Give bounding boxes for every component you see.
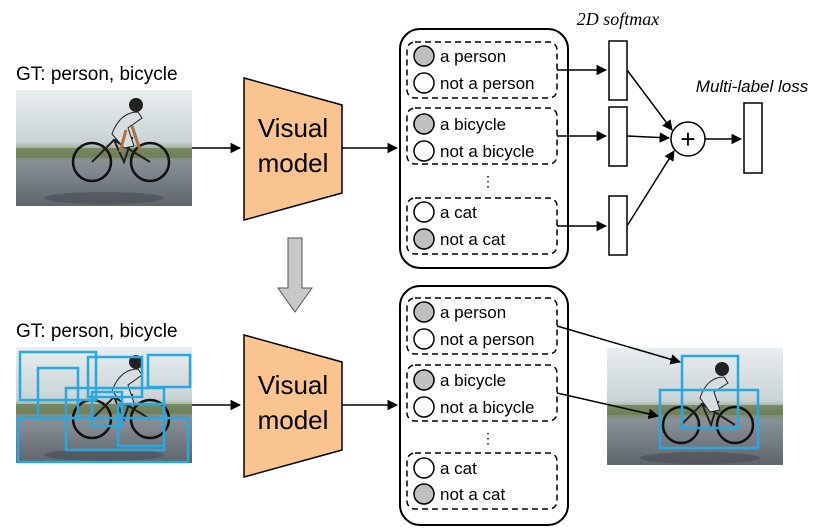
- top-cat-no-label: not a cat: [440, 230, 505, 249]
- bottom-result-boxes: [658, 354, 760, 450]
- bottom-person-no-label: not a person: [440, 330, 535, 349]
- top-bicycle-yes-node: [413, 113, 435, 135]
- bottom-visual-model: Visual model: [243, 334, 343, 478]
- top-person-yes-node: [413, 45, 435, 67]
- transition-down-arrow: [277, 237, 313, 313]
- sum-plus: +: [680, 124, 695, 154]
- top-model-shape: [243, 77, 343, 221]
- bottom-bicycle-yes-label: a bicycle: [440, 371, 506, 390]
- proposal-box: [86, 355, 144, 399]
- top-model-label-line1: Visual: [258, 113, 328, 143]
- top-group-cat: a cat not a cat: [406, 197, 558, 255]
- sum-arrow-bicycle: [626, 132, 671, 143]
- bicycle-to-box-arrow: [556, 392, 660, 420]
- sum-arrow-cat: [626, 150, 675, 227]
- proposal-box: [16, 416, 190, 464]
- top-gt-label: GT: person, bicycle: [16, 64, 178, 85]
- top-person-no-node: [413, 72, 435, 94]
- bottom-model-label-line2: model: [258, 405, 329, 435]
- softmax-box-person: [608, 40, 628, 101]
- top-visual-model: Visual model: [243, 77, 343, 221]
- sum-arrow-person: [626, 69, 673, 131]
- top-cyclist-photo: [16, 90, 192, 206]
- bottom-group-cat: a cat not a cat: [406, 452, 558, 510]
- person-to-box-arrow: [556, 325, 682, 365]
- bottom-output-panel: [399, 285, 569, 526]
- top-model-label-line2: model: [258, 148, 329, 178]
- bottom-bicycle-yes-node: [413, 369, 435, 391]
- bottom-cat-yes-node: [413, 457, 435, 479]
- bottom-cat-no-label: not a cat: [440, 485, 505, 504]
- bottom-group-person: a person not a person: [406, 297, 558, 355]
- top-cat-yes-node: [413, 201, 435, 223]
- proposal-box: [146, 353, 192, 389]
- bottom-cat-yes-label: a cat: [440, 459, 477, 478]
- softmax-box-cat: [608, 195, 628, 256]
- bottom-bicycle-no-label: not a bicycle: [440, 398, 535, 417]
- bottom-person-yes-node: [413, 301, 435, 323]
- top-cat-yes-label: a cat: [440, 203, 477, 222]
- bottom-cyclist-photo: [16, 347, 192, 463]
- bottom-model-shape: [243, 334, 343, 478]
- top-person-yes-label: a person: [440, 47, 506, 66]
- bottom-gt-label: GT: person, bicycle: [16, 321, 178, 342]
- proposal-box: [18, 350, 98, 402]
- softmax-box-bicycle: [608, 106, 628, 167]
- bottom-model-label-line1: Visual: [258, 370, 328, 400]
- top-group-person: a person not a person: [406, 41, 558, 99]
- bicycle-result-box: [658, 388, 760, 450]
- top-bicycle-no-label: not a bicycle: [440, 142, 535, 161]
- bottom-bicycle-no-node: [413, 396, 435, 418]
- proposal-box: [116, 402, 166, 448]
- top-cat-no-node: [413, 228, 435, 250]
- bottom-cat-no-node: [413, 483, 435, 505]
- bottom-group-bicycle: a bicycle not a bicycle: [406, 364, 558, 422]
- top-output-panel: [399, 28, 569, 269]
- proposal-box: [90, 390, 124, 428]
- top-person-no-label: not a person: [440, 74, 535, 93]
- softmax-label: 2D softmax: [577, 9, 660, 29]
- bottom-person-no-node: [413, 328, 435, 350]
- top-group-bicycle: a bicycle not a bicycle: [406, 107, 558, 165]
- top-ellipsis: ⋮: [481, 173, 495, 189]
- bottom-proposal-boxes: [16, 350, 192, 464]
- loss-box: [743, 102, 763, 174]
- loss-label: Multi-label loss: [696, 77, 809, 96]
- bottom-ellipsis: ⋮: [481, 430, 495, 446]
- top-bicycle-yes-label: a bicycle: [440, 115, 506, 134]
- bottom-person-yes-label: a person: [440, 303, 506, 322]
- person-result-box: [680, 354, 740, 430]
- top-bicycle-no-node: [413, 140, 435, 162]
